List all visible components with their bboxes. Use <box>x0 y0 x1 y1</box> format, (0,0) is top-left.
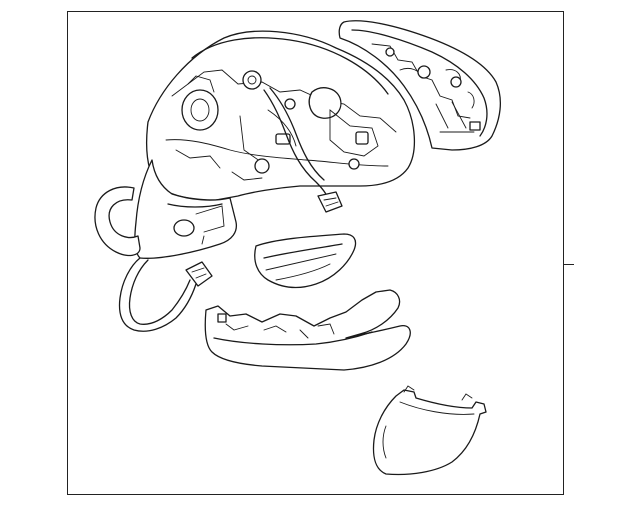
side-turn-signal-lamp <box>254 233 357 289</box>
mirror-glass-back-plate <box>338 20 502 151</box>
lower-cover <box>204 289 411 371</box>
mirror-assembly <box>94 30 416 332</box>
callout-tick <box>564 264 574 265</box>
base-cover <box>372 385 487 476</box>
